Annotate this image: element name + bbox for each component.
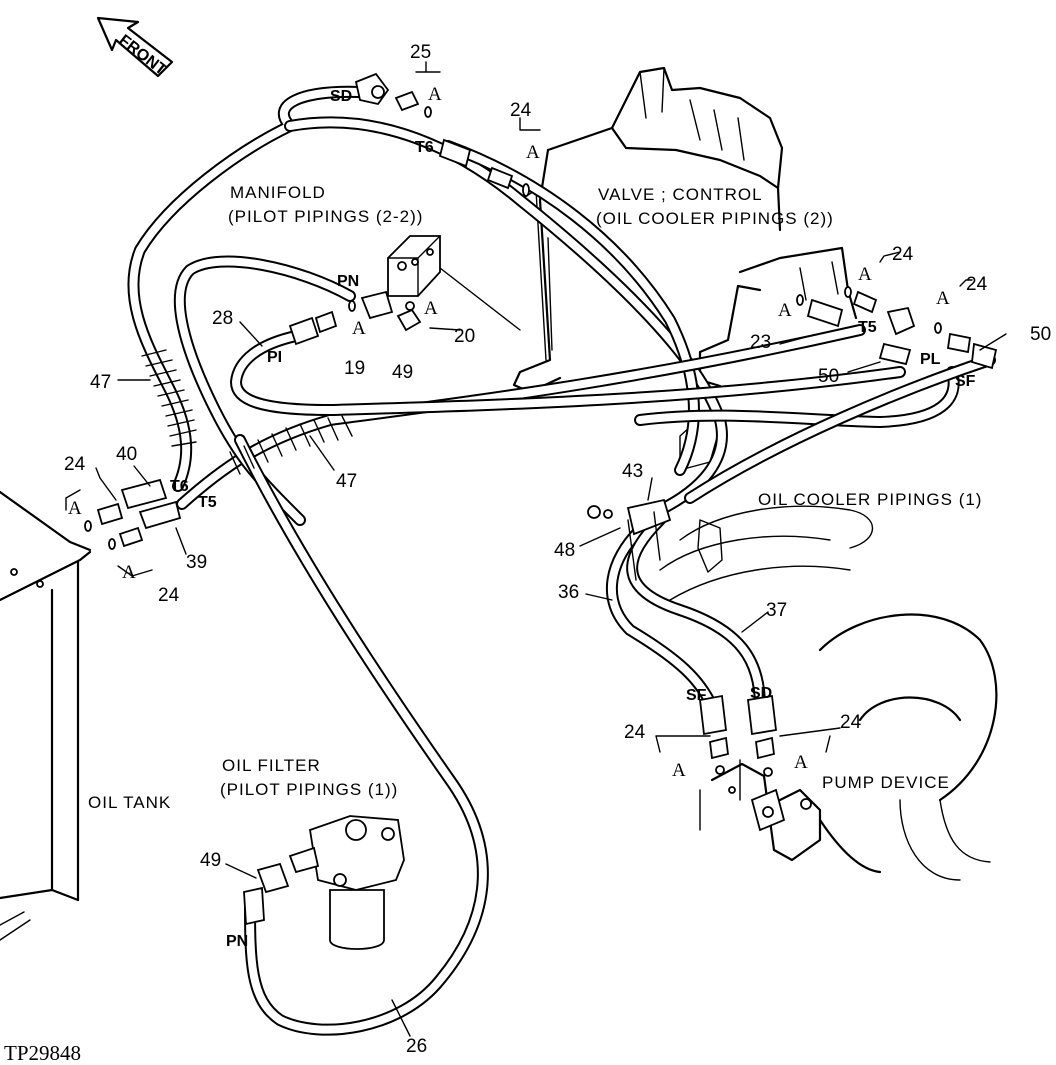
port-pl-right: PL [920, 351, 941, 368]
part-number-26: 26 [406, 1036, 427, 1057]
part-number-28: 28 [212, 308, 233, 329]
oil-cooler-housing [659, 505, 874, 601]
part-number-50: 50 [1030, 324, 1051, 345]
part-number-25: 25 [410, 42, 431, 63]
part-number-43: 43 [622, 461, 643, 482]
spiral-guard-left [141, 349, 197, 447]
part-number-24: 24 [624, 722, 646, 743]
detail-a-marker: A [424, 298, 438, 319]
oil-tank-label: OIL TANK [88, 793, 171, 812]
part-number-24: 24 [510, 100, 532, 121]
oil-cooler-pipings-label: OIL COOLER PIPINGS (1) [758, 490, 982, 509]
part-numbers: 25 24 24 24 50 50 23 28 20 19 49 47 47 2… [64, 42, 1051, 1057]
part-number-24: 24 [892, 244, 914, 265]
port-sd-top: SD [330, 88, 352, 105]
detail-a-marker: A [352, 318, 366, 339]
port-sf-right: SF [955, 373, 976, 390]
part-number-19: 19 [344, 358, 365, 379]
pump-device-label: PUMP DEVICE [822, 773, 950, 792]
detail-a-markers: A A A A A A A A A A A [68, 84, 950, 781]
component-labels: MANIFOLD (PILOT PIPINGS (2-2)) VALVE ; C… [88, 183, 982, 812]
part-number-23: 23 [750, 332, 771, 353]
valve-control-sub-label: (OIL COOLER PIPINGS (2)) [596, 209, 834, 228]
part-number-36: 36 [558, 582, 579, 603]
part-number-50: 50 [818, 366, 839, 387]
port-sf-pump: SF [686, 687, 707, 704]
part-number-20: 20 [454, 326, 475, 347]
part-number-37: 37 [766, 600, 787, 621]
part-number-24: 24 [840, 712, 862, 733]
figure-id: TP29848 [4, 1041, 81, 1065]
detail-a-marker: A [526, 142, 540, 163]
part-number-24: 24 [158, 585, 180, 606]
detail-a-marker: A [778, 300, 792, 321]
detail-a-marker: A [428, 84, 442, 105]
detail-a-marker: A [68, 498, 82, 519]
part-number-39: 39 [186, 552, 207, 573]
port-codes: SD T6 PN PI T5 PL SF T6 T5 SF SD PN [170, 88, 976, 950]
manifold-sub-label: (PILOT PIPINGS (2-2)) [228, 207, 423, 226]
spiral-guard-center [229, 415, 353, 475]
leader-lines [65, 61, 1007, 1037]
port-pn-filter: PN [226, 933, 248, 950]
front-arrow: FRONT [96, 16, 174, 79]
oil-filter [243, 815, 405, 950]
detail-a-marker: A [936, 288, 950, 309]
port-t6-left: T6 [170, 478, 189, 495]
part-number-47: 47 [336, 471, 357, 492]
hoses [127, 85, 996, 1036]
fittings [84, 72, 998, 777]
port-t5-right: T5 [858, 319, 877, 336]
detail-a-marker: A [122, 562, 136, 583]
detail-a-marker: A [858, 264, 872, 285]
valve-control-label: VALVE ; CONTROL [598, 185, 763, 204]
oil-filter-label: OIL FILTER [222, 756, 321, 775]
oil-filter-sub-label: (PILOT PIPINGS (1)) [220, 780, 398, 799]
port-t6-top: T6 [415, 139, 434, 156]
detail-a-marker: A [794, 752, 808, 773]
port-sd-pump: SD [750, 685, 772, 702]
part-number-40: 40 [116, 444, 137, 465]
part-number-49: 49 [200, 850, 221, 871]
part-number-49: 49 [392, 362, 413, 383]
port-t5-left: T5 [198, 494, 217, 511]
part-number-47: 47 [90, 372, 111, 393]
port-pn-manifold: PN [337, 273, 359, 290]
part-number-24: 24 [64, 454, 86, 475]
detail-a-marker: A [672, 760, 686, 781]
manifold-label: MANIFOLD [230, 183, 326, 202]
part-number-48: 48 [554, 540, 575, 561]
control-valve-body [512, 66, 858, 471]
pump-device [699, 613, 998, 881]
port-pi-manifold: PI [267, 349, 282, 366]
oil-tank [0, 490, 92, 941]
part-number-24: 24 [966, 274, 988, 295]
